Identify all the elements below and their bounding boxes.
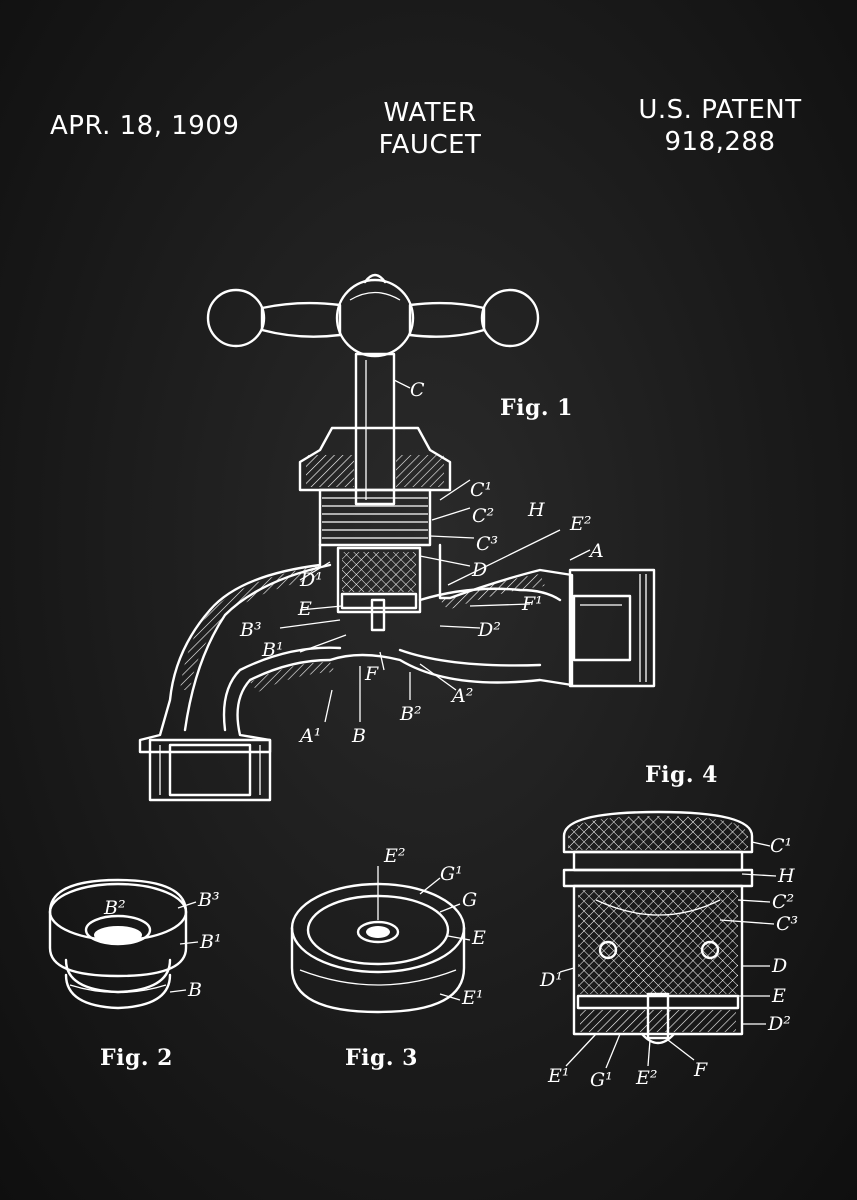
- svg-text:F: F: [364, 663, 379, 685]
- svg-text:F¹: F¹: [521, 593, 543, 615]
- svg-text:E²: E²: [569, 513, 592, 535]
- patent-line-2: 918,288: [664, 127, 776, 157]
- title-line-2: FAUCET: [378, 130, 482, 160]
- fig-4-leader-lines: [559, 841, 777, 1069]
- svg-text:B³: B³: [197, 889, 220, 911]
- svg-text:H: H: [527, 499, 545, 521]
- fig-4-caption: Fig. 4: [645, 762, 718, 788]
- svg-text:E²: E²: [635, 1067, 658, 1089]
- patent-line-1: U.S. PATENT: [638, 95, 802, 125]
- svg-text:C¹: C¹: [470, 479, 492, 501]
- svg-text:D¹: D¹: [299, 569, 323, 591]
- svg-text:B: B: [187, 979, 202, 1001]
- svg-text:D: D: [771, 955, 787, 977]
- fig-2-caption: Fig. 2: [100, 1045, 173, 1071]
- svg-text:C: C: [410, 379, 425, 401]
- svg-text:D¹: D¹: [539, 969, 563, 991]
- svg-text:B: B: [351, 725, 366, 747]
- svg-text:G¹: G¹: [440, 863, 463, 885]
- fig-2-cap-drawing: B² B³ B¹ B: [48, 878, 222, 1010]
- fig-4-valve-drawing: C¹ H C² C³ D E D² D¹ E¹ G¹ E² F: [539, 810, 798, 1091]
- faucet-bonnet: [298, 426, 452, 547]
- faucet-valve-chamber: [336, 546, 422, 632]
- svg-text:E¹: E¹: [461, 987, 484, 1009]
- fig-4-part-letters: C¹ H C² C³ D E D² D¹ E¹ G¹ E² F: [539, 835, 798, 1091]
- faucet-body: [138, 543, 574, 754]
- svg-text:F: F: [693, 1059, 708, 1081]
- faucet-handle: [206, 273, 540, 358]
- svg-text:E: E: [471, 927, 486, 949]
- svg-text:B²: B²: [399, 703, 422, 725]
- fig-1-part-letters: C C¹ C² H C³ E² A D F¹ D² D¹ E B³ B¹ F A…: [239, 379, 604, 747]
- svg-text:E: E: [297, 598, 312, 620]
- fig-3-caption: Fig. 3: [345, 1045, 418, 1071]
- svg-text:E¹: E¹: [547, 1065, 570, 1087]
- svg-text:G¹: G¹: [590, 1069, 613, 1091]
- svg-text:A²: A²: [450, 685, 473, 707]
- faucet-spout-outlet: [148, 738, 272, 802]
- patent-title: WATER FAUCET: [340, 97, 520, 161]
- svg-text:D²: D²: [767, 1013, 791, 1035]
- svg-text:E: E: [771, 985, 786, 1007]
- svg-text:D²: D²: [477, 619, 501, 641]
- svg-text:C²: C²: [772, 891, 794, 913]
- patent-number: U.S. PATENT 918,288: [620, 94, 820, 158]
- svg-text:C²: C²: [472, 505, 494, 527]
- fig-1-caption: Fig. 1: [500, 395, 573, 421]
- svg-text:H: H: [777, 865, 795, 887]
- svg-text:B¹: B¹: [199, 931, 222, 953]
- svg-text:C³: C³: [776, 913, 798, 935]
- faucet-inlet-fitting: [568, 568, 656, 688]
- svg-text:C¹: C¹: [770, 835, 792, 857]
- svg-text:C³: C³: [476, 533, 498, 555]
- patent-date: APR. 18, 1909: [50, 111, 240, 141]
- svg-text:A: A: [588, 540, 604, 562]
- svg-text:B¹: B¹: [261, 639, 284, 661]
- svg-text:B³: B³: [239, 619, 262, 641]
- svg-text:G: G: [462, 889, 477, 911]
- svg-text:E²: E²: [383, 845, 406, 867]
- fig-1-faucet-drawing: C C¹ C² H C³ E² A D F¹ D² D¹ E B³ B¹ F A…: [138, 273, 656, 802]
- svg-text:B²: B²: [103, 897, 126, 919]
- fig-3-washer-drawing: E² G¹ G E E¹: [290, 845, 486, 1014]
- svg-text:D: D: [471, 559, 487, 581]
- title-line-1: WATER: [383, 98, 477, 128]
- svg-text:A¹: A¹: [298, 725, 321, 747]
- fig-1-leader-lines: [279, 379, 591, 723]
